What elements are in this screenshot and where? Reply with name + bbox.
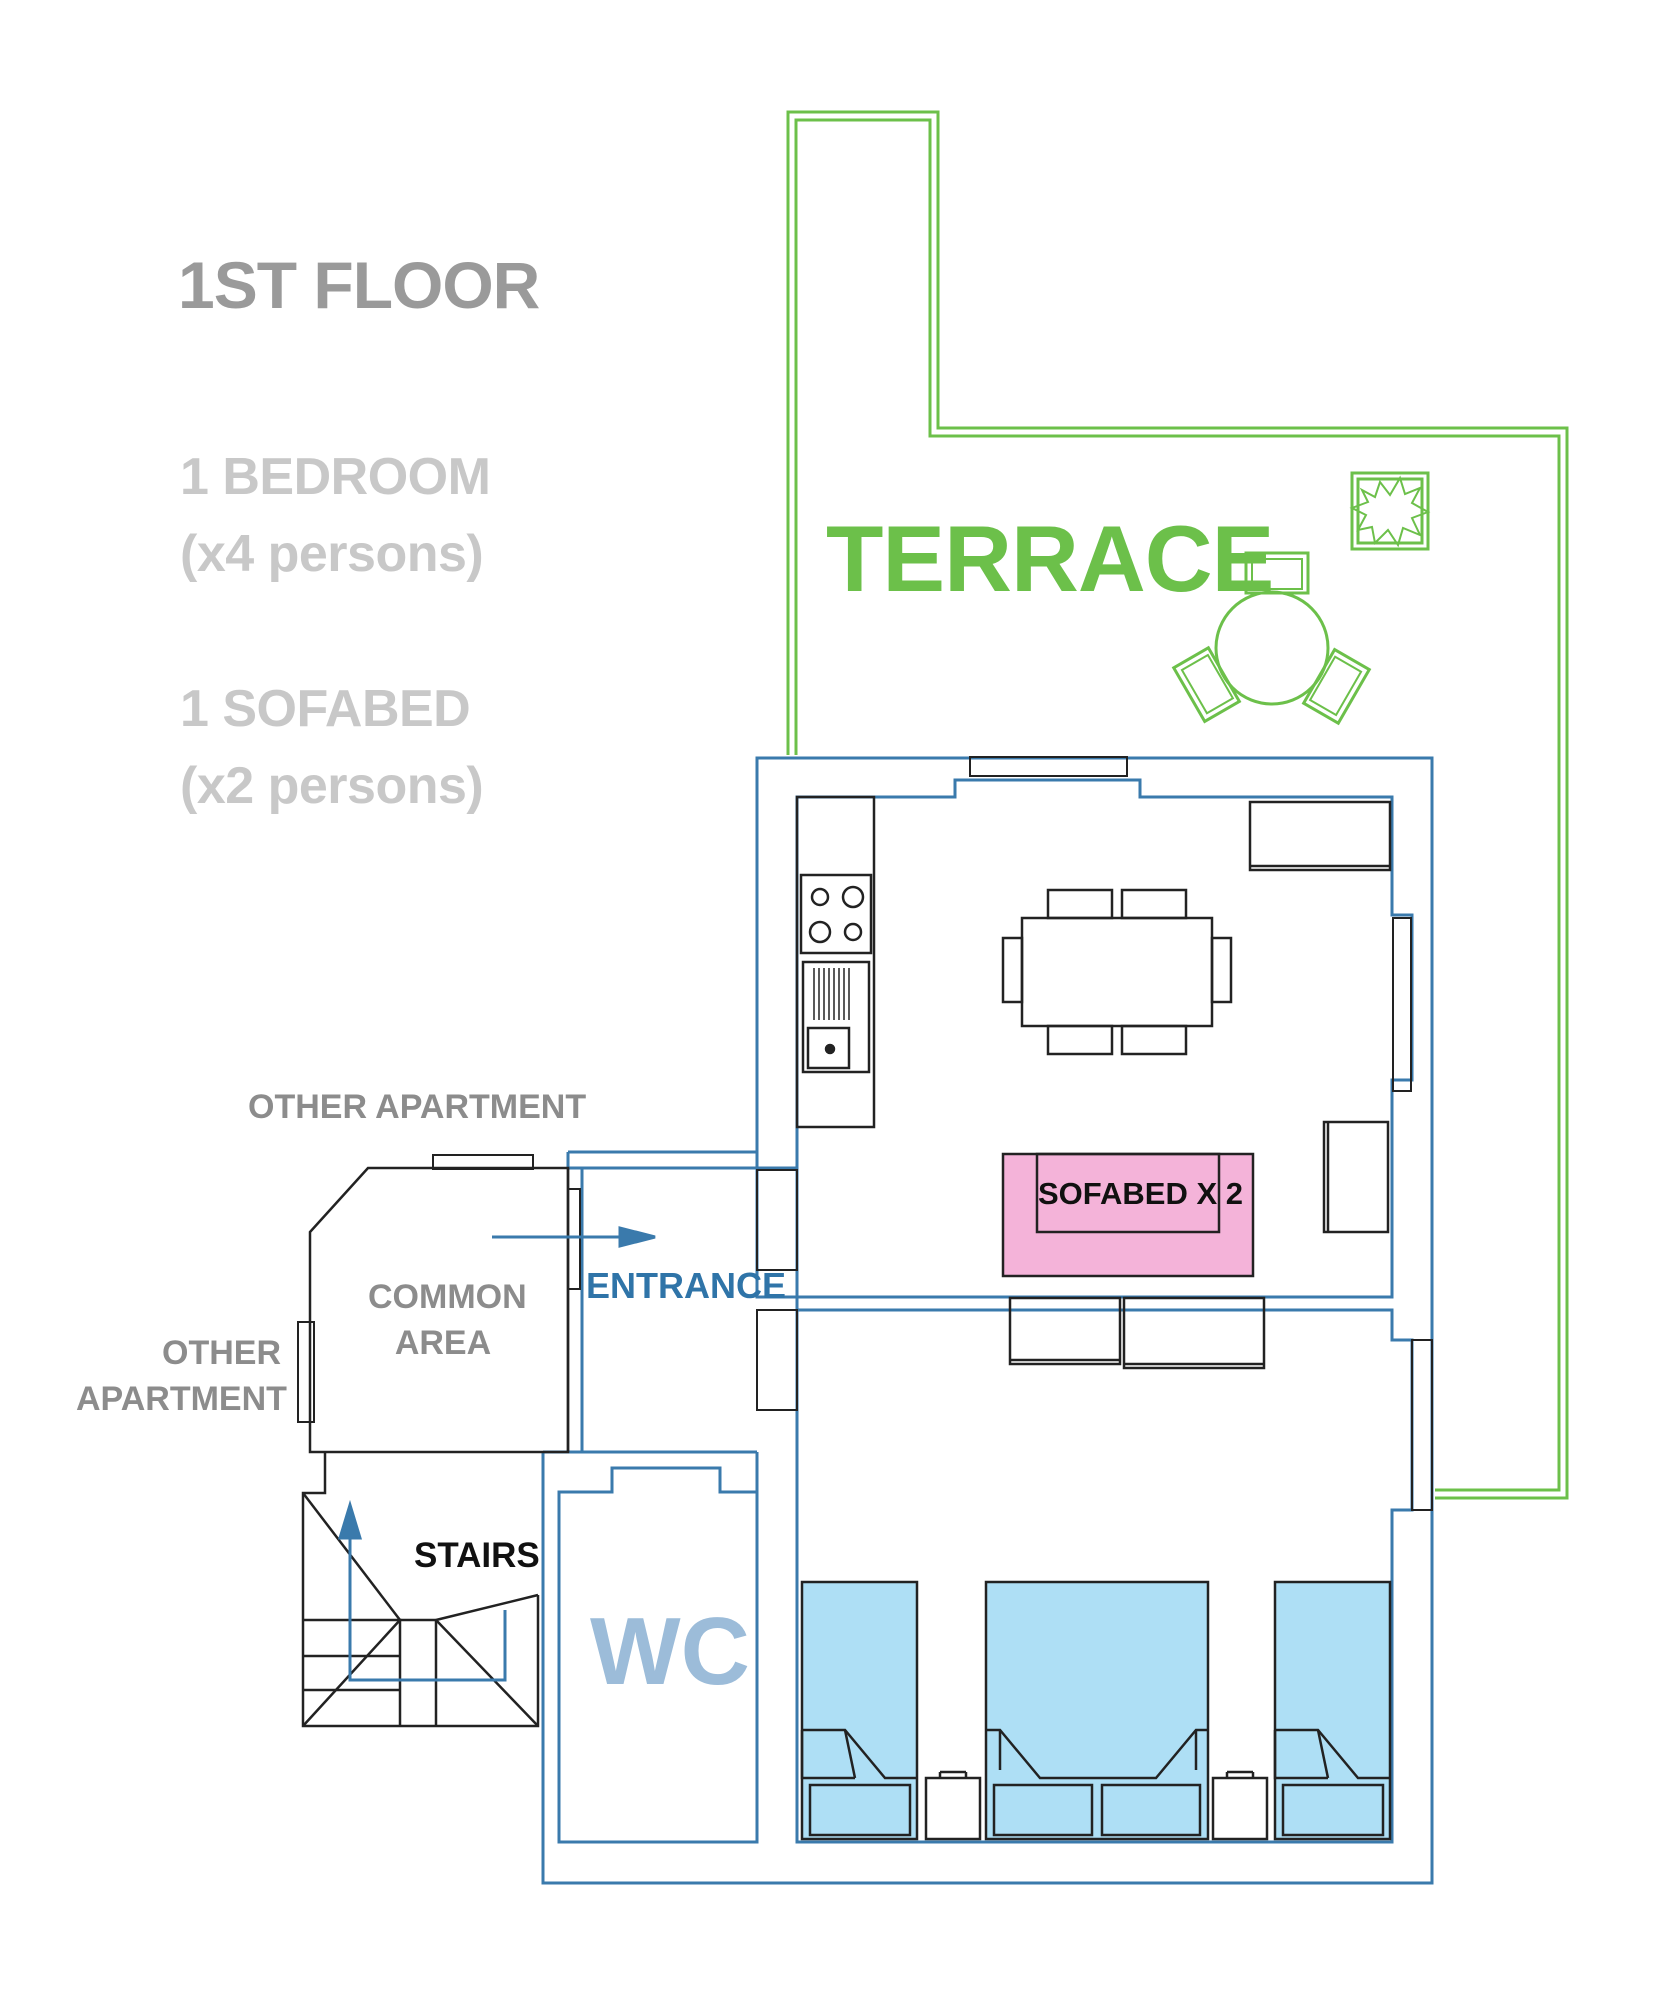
common-area-label-1: COMMON xyxy=(368,1278,527,1316)
bed-double xyxy=(984,1580,1210,1841)
common-area-walls xyxy=(308,1166,570,1454)
terrace-label: TERRACE xyxy=(826,506,1274,611)
bed-right xyxy=(1273,1580,1392,1841)
entrance-arrow-icon xyxy=(492,1226,656,1248)
stairs xyxy=(301,1452,540,1728)
terrace-outline xyxy=(786,110,1569,1500)
other-apartment-left-label-1: OTHER xyxy=(162,1334,281,1372)
other-apartment-top-label: OTHER APARTMENT xyxy=(248,1088,587,1126)
sofabed-capacity: 1 SOFABED xyxy=(180,680,471,738)
sofabed xyxy=(1001,1152,1255,1278)
sink-drainer xyxy=(813,968,850,1020)
sofabed-persons: (x2 persons) xyxy=(180,757,484,815)
terrace-table-icon xyxy=(1171,551,1372,726)
kitchen-counter xyxy=(795,795,876,1129)
sofabed-label: SOFABED X 2 xyxy=(1038,1176,1243,1211)
wardrobes xyxy=(1008,1296,1266,1370)
common-area-label-2: AREA xyxy=(394,1324,492,1362)
bedroom-capacity: 1 BEDROOM xyxy=(180,448,491,506)
nightstands xyxy=(924,1770,1269,1841)
other-apartment-left-label-2: APARTMENT xyxy=(76,1380,287,1418)
stairs-label: STAIRS xyxy=(414,1536,540,1575)
floor-title: 1ST FLOOR xyxy=(178,248,540,322)
living-cabinets xyxy=(1248,800,1392,1234)
planter-icon xyxy=(1349,471,1431,551)
bedroom-persons: (x4 persons) xyxy=(180,525,484,583)
bed-left xyxy=(800,1580,919,1841)
dining-table xyxy=(1001,888,1233,1056)
entrance-label: ENTRANCE xyxy=(586,1265,787,1306)
wc-label: WC xyxy=(590,1598,750,1705)
stairs-arrow-icon xyxy=(337,1499,507,1682)
